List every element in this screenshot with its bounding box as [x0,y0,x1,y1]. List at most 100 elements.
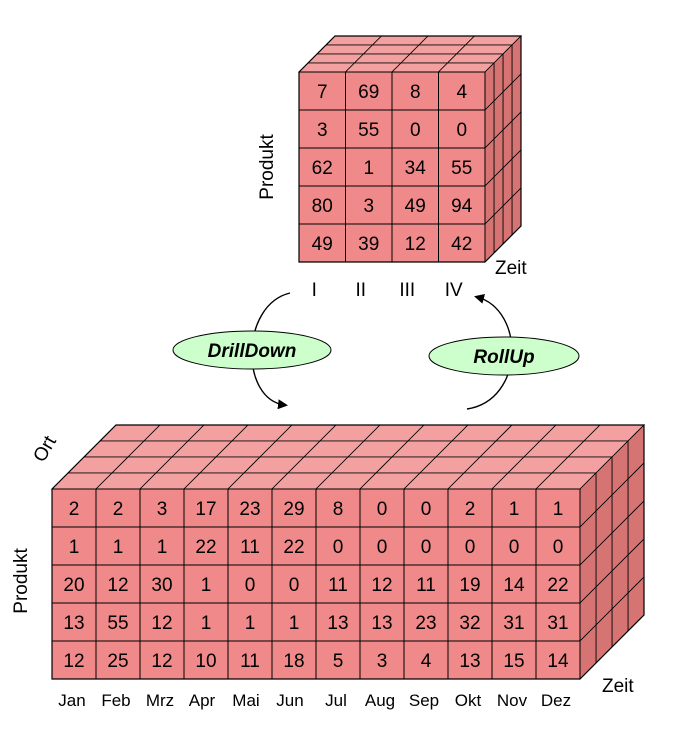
bottom-cube-cell-value: 0 [553,537,564,558]
top-cube-cell-value: 80 [312,196,333,217]
bottom-cube-cell-value: 12 [63,651,84,672]
bottom-cube-column-label: Feb [101,691,130,710]
bottom-cube-cell-value: 11 [328,575,348,596]
bottom-cube-cell [535,564,581,604]
bottom-cube-cell [95,488,141,528]
top-cube-cell-value: 69 [358,82,379,103]
bottom-cube-cell-value: 31 [503,613,524,634]
bottom-cube-cell-value: 0 [245,575,256,596]
bottom-cube-cell [95,602,141,642]
bottom-cube-cell-value: 0 [289,575,300,596]
bottom-cube-cell [139,564,185,604]
top-cube-cell-value: 49 [312,234,333,255]
top-cube-cell-value: 12 [405,234,426,255]
rollup-label: RollUp [473,347,534,368]
rollup-ellipse[interactable] [428,336,580,376]
bottom-cube-cell-value: 11 [416,575,436,596]
bottom-cube-cell-value: 2 [465,499,476,520]
bottom-cube-cell [51,488,97,528]
top-cube-cell-value: 49 [405,196,426,217]
top-cube-cell-value: 0 [456,120,467,141]
bottom-cube-column-label: Okt [455,691,482,710]
bottom-cube-cell-value: 13 [63,613,84,634]
bottom-cube-cell [271,488,317,528]
top-cube-top-cell [455,44,513,55]
bottom-cube-cell-value: 18 [283,651,304,672]
bottom-cube-column-label: Nov [497,691,528,710]
bottom-cube-cell-value: 13 [459,651,480,672]
bottom-cube-cell-value: 12 [371,575,392,596]
bottom-cube-cell [403,526,449,566]
bottom-cube-cell-value: 15 [503,651,524,672]
bottom-cube-cell-value: 22 [195,537,216,558]
top-cube-column-label: II [355,280,366,301]
top-cube-cell [298,109,346,149]
bottom-cube-cell [183,564,229,604]
top-cube-top-cell [353,53,411,64]
bottom-cube-cell-value: 1 [201,613,212,634]
top-cube-cell-value: 4 [456,82,467,103]
bottom-cube-cell [359,526,405,566]
top-cube-cell-value: 34 [405,158,427,179]
bottom-cube-cell-value: 19 [459,575,480,596]
top-cube-cell [438,185,486,225]
bottom-cube-cell-value: 1 [201,575,212,596]
top-cube-cell [391,185,439,225]
bottom-cube-cell-value: 3 [157,499,168,520]
top-cube-cell-value: 55 [451,158,472,179]
bottom-cube-cell-value: 1 [69,537,80,558]
top-cube-top-cell [446,53,504,64]
top-cube-axis-zeit-label: Zeit [495,258,527,279]
rollup-operation[interactable]: RollUp [428,294,580,410]
top-cube-cell-value: 39 [358,234,379,255]
bottom-cube-cell [227,640,273,680]
bottom-cube-cell-value: 11 [240,651,260,672]
bottom-cube-axis-ort-label: Ort [30,432,62,466]
top-cube-cell-value: 8 [410,82,421,103]
bottom-cube-cell [183,526,229,566]
bottom-cube-column-label: Aug [365,691,395,710]
drilldown-operation[interactable]: DrillDown [172,292,332,410]
drilldown-ellipse[interactable] [172,330,332,370]
bottom-cube-axis-zeit-label: Zeit [602,676,634,697]
bottom-cube-column-label: Dez [541,691,571,710]
bottom-cube-cell-value: 14 [547,651,569,672]
top-cube-cell-value: 3 [363,196,374,217]
bottom-cube-cell [447,526,493,566]
bottom-cube-cell-value: 4 [421,651,432,672]
bottom-cube-cell-value: 0 [333,537,344,558]
top-cube-column-label: III [399,280,415,301]
bottom-cube-cell [447,488,493,528]
bottom-cube-cell-value: 22 [283,537,304,558]
bottom-cube-cell [491,564,537,604]
bottom-cube-outline [51,424,645,680]
bottom-cube-cell-value: 10 [195,651,216,672]
bottom-cube-cell-value: 1 [509,499,520,520]
bottom-cube-cell-value: 0 [377,499,388,520]
bottom-cube-cell-value: 12 [151,651,172,672]
bottom-cube-column-label: Jun [276,691,303,710]
bottom-cube-cell-value: 13 [371,613,392,634]
bottom-cube-cell [95,640,141,680]
bottom-cube-cell [227,602,273,642]
bottom-cube-cell-value: 2 [113,499,124,520]
bottom-cube-cell-value: 5 [333,651,344,672]
bottom-cube-cell [491,526,537,566]
top-cube-cell-value: 7 [317,82,328,103]
top-cube-top-cell [437,62,495,73]
bottom-cube-cell-value: 22 [547,575,568,596]
bottom-cube-cell-value: 1 [113,537,124,558]
bottom-cube-cell [51,564,97,604]
bottom-cube-cell-value: 31 [547,613,568,634]
top-cube-cell [438,147,486,187]
top-cube-top-cell [409,44,467,55]
bottom-cube-column-label: Jan [58,691,85,710]
top-cube-column-label: IV [445,280,463,301]
bottom-cube-cell [491,602,537,642]
bottom-cube-column-label: Sep [409,691,439,710]
bottom-cube-cell [183,488,229,528]
bottom-cube-cell [535,488,581,528]
